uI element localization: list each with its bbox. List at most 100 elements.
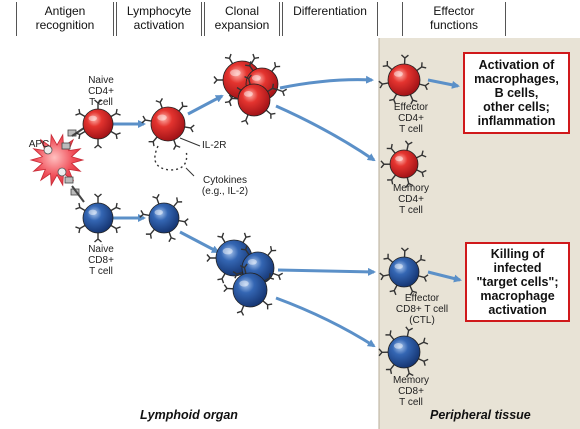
naive-cd4-cell [75, 99, 121, 149]
receptor-mark [177, 101, 188, 113]
cell-layer [29, 53, 430, 378]
arrow-cd8-function [427, 270, 462, 283]
apc-cd8-contact [71, 185, 85, 203]
receptor-mark [213, 76, 224, 84]
arrow-cd8-to-memory [275, 296, 376, 348]
cell-highlight [88, 115, 97, 122]
mhc-receptor-mark [64, 176, 74, 184]
receptor-mark [265, 109, 276, 119]
receptor-mark [250, 53, 260, 65]
receptor-mark [155, 98, 164, 110]
cell-highlight [157, 114, 167, 121]
mhc-receptor-mark [61, 142, 71, 150]
cell-body [232, 272, 268, 308]
header-clonal-expansion: Clonal expansion [204, 2, 280, 36]
receptor-mark [168, 230, 176, 243]
receptor-mark [145, 228, 156, 239]
label-effector-cd8: Effector CD8+ T cell (CTL) [395, 293, 449, 326]
receptor-mark [141, 115, 153, 124]
footer-lymphoid-organ: Lymphoid organ [140, 408, 238, 422]
label-memory-cd8: Memory CD8+ T cell [392, 375, 430, 408]
receptor-mark [177, 218, 189, 226]
receptor-mark [236, 304, 245, 316]
cell-highlight [251, 75, 261, 81]
cell-body [237, 83, 271, 117]
antigen-mark [43, 145, 53, 155]
label-cytokines: Cytokines (e.g., IL-2) [201, 175, 249, 197]
cell-body [150, 106, 186, 142]
receptor-mark [94, 232, 102, 243]
cell-highlight [393, 343, 403, 349]
label-il2r: IL-2R [202, 140, 227, 151]
receptor-mark [152, 193, 160, 206]
receptor-mark [241, 113, 250, 125]
cell-body [388, 256, 420, 288]
label-naive-cd8: Naive CD8+ T cell [88, 244, 114, 277]
receptor-mark [109, 108, 121, 118]
cell-body [82, 108, 114, 140]
receptor-mark [75, 224, 87, 234]
cell-highlight [243, 91, 253, 97]
cd8-clone-3 [223, 263, 275, 316]
arrow-layer [110, 75, 462, 348]
receptor-mark [172, 197, 183, 208]
header-lymphocyte-activation: Lymphocyte activation [116, 2, 202, 36]
cell-highlight [393, 71, 403, 77]
receptor-mark [217, 232, 227, 244]
memory-cd8-cell [378, 326, 429, 378]
il2r-pointer [179, 137, 201, 147]
header-antigen-recognition: Antigen recognition [16, 2, 114, 36]
receptor-mark [224, 53, 234, 65]
cell-highlight [239, 280, 249, 287]
receptor-mark [217, 272, 227, 284]
arrow-cd4-function [427, 78, 460, 89]
arrow-cd8-to-effector [277, 267, 376, 276]
receptor-mark [266, 246, 277, 257]
cell-highlight [88, 209, 97, 215]
receptor-mark [109, 224, 121, 234]
receptor-mark [172, 138, 181, 150]
receptor-mark [139, 210, 151, 218]
receptor-mark [241, 232, 251, 244]
receptor-mark [261, 299, 273, 310]
receptor-mark [94, 193, 102, 204]
cytokine-loop [154, 145, 188, 171]
cell-body [387, 335, 421, 369]
receptor-mark [183, 124, 195, 133]
cell-highlight [247, 259, 257, 265]
cytokine-pointer [185, 167, 195, 177]
cell-highlight [394, 263, 403, 269]
cell-highlight [222, 247, 233, 255]
cell-highlight [154, 209, 163, 215]
footer-peripheral-tissue: Peripheral tissue [430, 408, 531, 422]
cell-body [148, 202, 180, 234]
effector-cd4-cell [378, 54, 430, 105]
receptor-mark [94, 138, 102, 149]
receptor-mark [223, 284, 235, 293]
arrow-cd4-to-effector [279, 75, 374, 90]
activated-cd4-cell [141, 98, 195, 150]
cd4-clone-3 [228, 74, 278, 125]
antigen-mark [57, 167, 67, 177]
receptor-mark [75, 202, 87, 212]
apc-cd4-contact [71, 127, 85, 137]
arrow-cd8-expansion [179, 230, 220, 254]
receptor-mark [270, 62, 281, 73]
activated-cd8-cell [139, 193, 189, 243]
header-differentiation: Differentiation [282, 2, 378, 36]
cd8-effector-function-box: Killing of infected "target cells"; macr… [465, 242, 570, 322]
receptor-mark [206, 254, 217, 262]
receptor-mark [109, 130, 121, 140]
label-memory-cd4: Memory CD4+ T cell [392, 183, 430, 216]
receptor-mark [75, 108, 87, 118]
naive-cd8-cell [75, 193, 121, 243]
cell-body [389, 149, 419, 179]
cd4-effector-function-box: Activation of macrophages, B cells, othe… [463, 52, 570, 134]
cell-highlight [230, 69, 241, 77]
label-apc: APC [28, 139, 50, 150]
cell-body [82, 202, 114, 234]
cell-body [387, 63, 421, 97]
arrow-cd4-to-memory [275, 104, 376, 162]
memory-cd4-cell [380, 140, 427, 188]
